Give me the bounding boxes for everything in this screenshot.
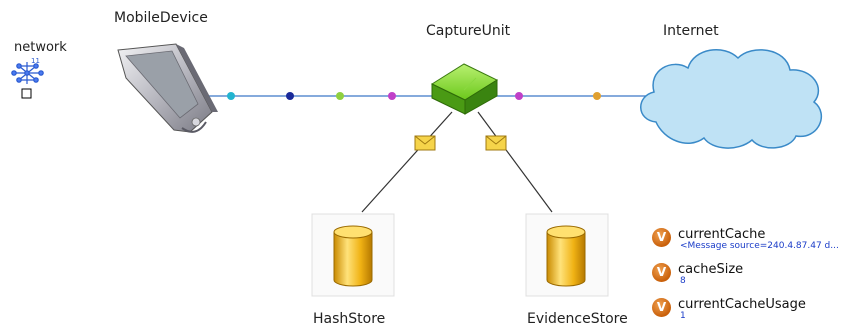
link-capture-hashstore (361, 111, 453, 213)
variable-value: <Message source=240.4.87.47 d... (680, 241, 839, 251)
variable-value: 8 (680, 276, 686, 286)
cloud-icon[interactable] (640, 49, 823, 149)
link-dot (388, 92, 396, 100)
variable-badge-icon: V (652, 298, 671, 317)
link-dot (227, 92, 235, 100)
network-topology-icon[interactable] (11, 62, 44, 84)
variable-value: 1 (680, 311, 686, 321)
network-label: network (14, 40, 67, 55)
envelope-icon[interactable] (485, 135, 507, 151)
green-box-icon[interactable] (430, 63, 499, 115)
pda-device-icon[interactable] (117, 43, 218, 133)
envelope-icon[interactable] (414, 135, 436, 151)
database-cylinder-icon[interactable] (311, 213, 395, 297)
internet-label: Internet (663, 23, 719, 39)
variable-name: currentCacheUsage (678, 297, 806, 312)
link-dot (286, 92, 294, 100)
variable-badge-icon: V (652, 228, 671, 247)
evidence-store-label: EvidenceStore (527, 311, 628, 327)
link-dot (336, 92, 344, 100)
link-dot (593, 92, 601, 100)
database-cylinder-icon[interactable] (525, 213, 609, 297)
capture-unit-label: CaptureUnit (426, 23, 511, 39)
variable-badge-icon: V (652, 263, 671, 282)
link-capture-evidencestore (477, 111, 553, 213)
hash-store-label: HashStore (313, 311, 386, 327)
mobile-device-label: MobileDevice (114, 10, 208, 26)
network-badge: 11 (31, 57, 40, 65)
variable-name: cacheSize (678, 262, 744, 277)
network-port (21, 88, 32, 99)
link-dot (515, 92, 523, 100)
variable-name: currentCache (678, 227, 766, 242)
